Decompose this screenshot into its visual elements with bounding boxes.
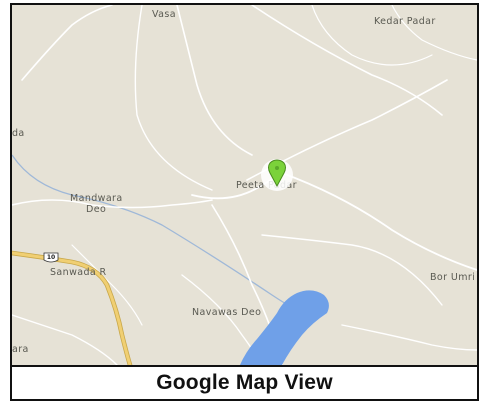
road bbox=[311, 5, 433, 66]
road bbox=[391, 5, 477, 61]
map-pin-icon[interactable] bbox=[268, 159, 286, 188]
place-label-sanwada-r: Sanwada R bbox=[50, 267, 107, 278]
road bbox=[251, 5, 443, 116]
road bbox=[261, 234, 443, 306]
highway-shield: 10 bbox=[43, 252, 59, 263]
road bbox=[21, 5, 113, 81]
shield-icon bbox=[43, 252, 59, 263]
place-label-navawas-deo: Navawas Deo bbox=[192, 307, 261, 318]
road bbox=[134, 5, 213, 191]
stream bbox=[12, 154, 298, 311]
road bbox=[12, 314, 118, 365]
lake bbox=[240, 290, 329, 365]
place-label-vasa: Vasa bbox=[152, 9, 176, 20]
map-view[interactable]: 10 Vasa Kedar Padar da Peeta Padar Mandw… bbox=[12, 5, 477, 365]
road bbox=[281, 172, 477, 271]
place-label-mandwara: Mandwara bbox=[70, 193, 123, 204]
highway-shield-number: 10 bbox=[47, 254, 55, 261]
location-marker[interactable] bbox=[261, 159, 293, 191]
map-canvas: 10 Vasa Kedar Padar da Peeta Padar Mandw… bbox=[12, 5, 477, 365]
place-label-kedar-padar: Kedar Padar bbox=[374, 16, 436, 27]
place-label-deo: Deo bbox=[86, 204, 106, 215]
road bbox=[176, 5, 253, 156]
map-figure-frame: 10 Vasa Kedar Padar da Peeta Padar Mandw… bbox=[10, 3, 479, 401]
map-caption: Google Map View bbox=[12, 365, 477, 399]
road bbox=[12, 199, 213, 209]
place-label-bor-umri: Bor Umri bbox=[430, 272, 475, 283]
road bbox=[71, 244, 143, 326]
road bbox=[341, 324, 477, 351]
pin-dot bbox=[275, 166, 279, 170]
place-label-da: da bbox=[12, 128, 25, 139]
place-label-ara: ara bbox=[12, 344, 29, 355]
